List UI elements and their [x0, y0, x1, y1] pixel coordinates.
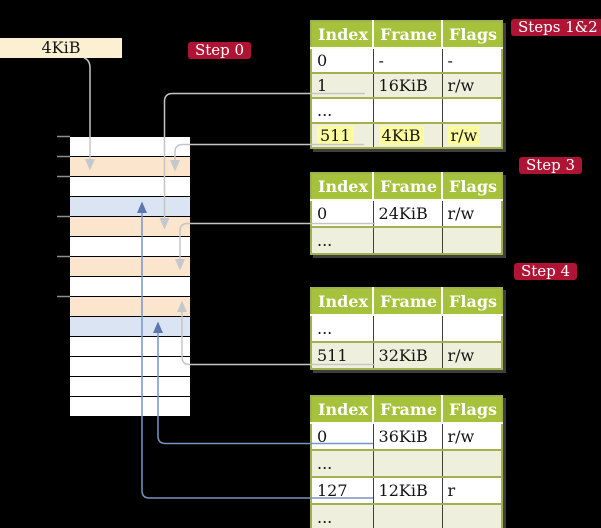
col-header-index: Index	[311, 21, 375, 49]
address-tick-marks	[57, 135, 70, 298]
cell-index: 0	[311, 422, 374, 450]
badge-step-3: Step 3	[519, 157, 583, 174]
cell-index: 1	[311, 72, 374, 98]
cell-flags: r/w	[442, 72, 503, 98]
root-table-address-box: 4KiB	[0, 38, 122, 58]
memory-frame-free	[70, 377, 190, 397]
table-row: 0 36KiB r/w	[311, 422, 503, 450]
memory-frame-free	[70, 137, 190, 157]
cell-flags: r/w	[442, 199, 503, 227]
memory-frame-free	[70, 177, 190, 197]
cell-frame: 12KiB	[373, 476, 443, 504]
badge-step-4: Step 4	[514, 263, 578, 280]
cell-index: ...	[311, 314, 374, 342]
cell-index: 0	[311, 199, 374, 227]
highlight: 511	[317, 126, 354, 145]
table-header-row: Index Frame Flags	[311, 396, 503, 424]
table-row: ...	[311, 314, 503, 342]
cell-frame	[373, 314, 443, 342]
badge-steps-1-2: Steps 1&2	[511, 19, 601, 36]
memory-frame-table	[70, 297, 190, 317]
cell-flags: -	[442, 47, 503, 73]
col-header-flags: Flags	[442, 288, 503, 316]
col-header-frame: Frame	[373, 21, 444, 49]
memory-frame-free	[70, 357, 190, 377]
col-header-frame: Frame	[373, 288, 444, 316]
page-table-level-mid: Index Frame Flags 0 24KiB r/w ...	[310, 172, 504, 255]
cell-flags	[442, 97, 503, 123]
table-row: ...	[311, 503, 503, 528]
page-table-level-low: Index Frame Flags ... 511 32KiB r/w	[310, 287, 504, 370]
col-header-index: Index	[311, 288, 375, 316]
col-header-index: Index	[311, 173, 375, 201]
cell-frame	[373, 97, 443, 123]
cell-index: 127	[311, 476, 374, 504]
col-header-flags: Flags	[442, 173, 503, 201]
page-table-level-high: Index Frame Flags 0 - - 1 16KiB r/w ... …	[310, 20, 504, 149]
memory-frame-page	[70, 197, 190, 217]
cell-frame: 4KiB	[373, 122, 443, 148]
table-row: ...	[311, 97, 503, 123]
cell-flags	[442, 226, 503, 254]
cell-frame	[373, 449, 443, 477]
cell-index: ...	[311, 226, 374, 254]
cell-index: 0	[311, 47, 374, 73]
cell-index: ...	[311, 449, 374, 477]
cell-frame: -	[373, 47, 443, 73]
table-row: 0 24KiB r/w	[311, 199, 503, 227]
table-row: ...	[311, 449, 503, 477]
memory-frame-free	[70, 277, 190, 297]
table-row: ...	[311, 226, 503, 254]
cell-flags: r/w	[442, 122, 503, 148]
cell-index: 511	[311, 341, 374, 369]
cell-flags	[442, 503, 503, 528]
cell-index: ...	[311, 97, 374, 123]
table-header-row: Index Frame Flags	[311, 173, 503, 201]
memory-frame-free	[70, 337, 190, 357]
cell-flags: r	[442, 476, 503, 504]
cell-flags	[442, 449, 503, 477]
col-header-flags: Flags	[442, 396, 503, 424]
table-header-row: Index Frame Flags	[311, 288, 503, 316]
memory-frame-free	[70, 237, 190, 257]
cell-flags	[442, 314, 503, 342]
table-row-highlighted: 511 4KiB r/w	[311, 122, 503, 148]
cell-flags: r/w	[442, 422, 503, 450]
col-header-flags: Flags	[442, 21, 503, 49]
memory-frame-table	[70, 217, 190, 237]
cell-frame: 16KiB	[373, 72, 443, 98]
cell-frame: 32KiB	[373, 341, 443, 369]
table-row: 1 16KiB r/w	[311, 72, 503, 98]
highlight: r/w	[447, 126, 481, 145]
cell-frame: 24KiB	[373, 199, 443, 227]
cell-flags: r/w	[442, 341, 503, 369]
table-row: 0 - -	[311, 47, 503, 73]
memory-frame-table	[70, 157, 190, 177]
cell-frame: 36KiB	[373, 422, 443, 450]
table-row: 511 32KiB r/w	[311, 341, 503, 369]
cell-frame	[373, 503, 443, 528]
memory-frame-page	[70, 317, 190, 337]
badge-step-0: Step 0	[188, 42, 252, 59]
memory-frame-free	[70, 397, 190, 417]
cell-frame	[373, 226, 443, 254]
page-table-leaf: Index Frame Flags 0 36KiB r/w ... 127 12…	[310, 395, 504, 528]
memory-frame-table	[70, 257, 190, 277]
col-header-frame: Frame	[373, 173, 444, 201]
col-header-index: Index	[311, 396, 375, 424]
cell-index: ...	[311, 503, 374, 528]
col-header-frame: Frame	[373, 396, 444, 424]
highlight: 4KiB	[378, 126, 424, 145]
physical-memory-stack	[70, 136, 190, 417]
table-header-row: Index Frame Flags	[311, 21, 503, 49]
table-row: 127 12KiB r	[311, 476, 503, 504]
cell-index: 511	[311, 122, 374, 148]
